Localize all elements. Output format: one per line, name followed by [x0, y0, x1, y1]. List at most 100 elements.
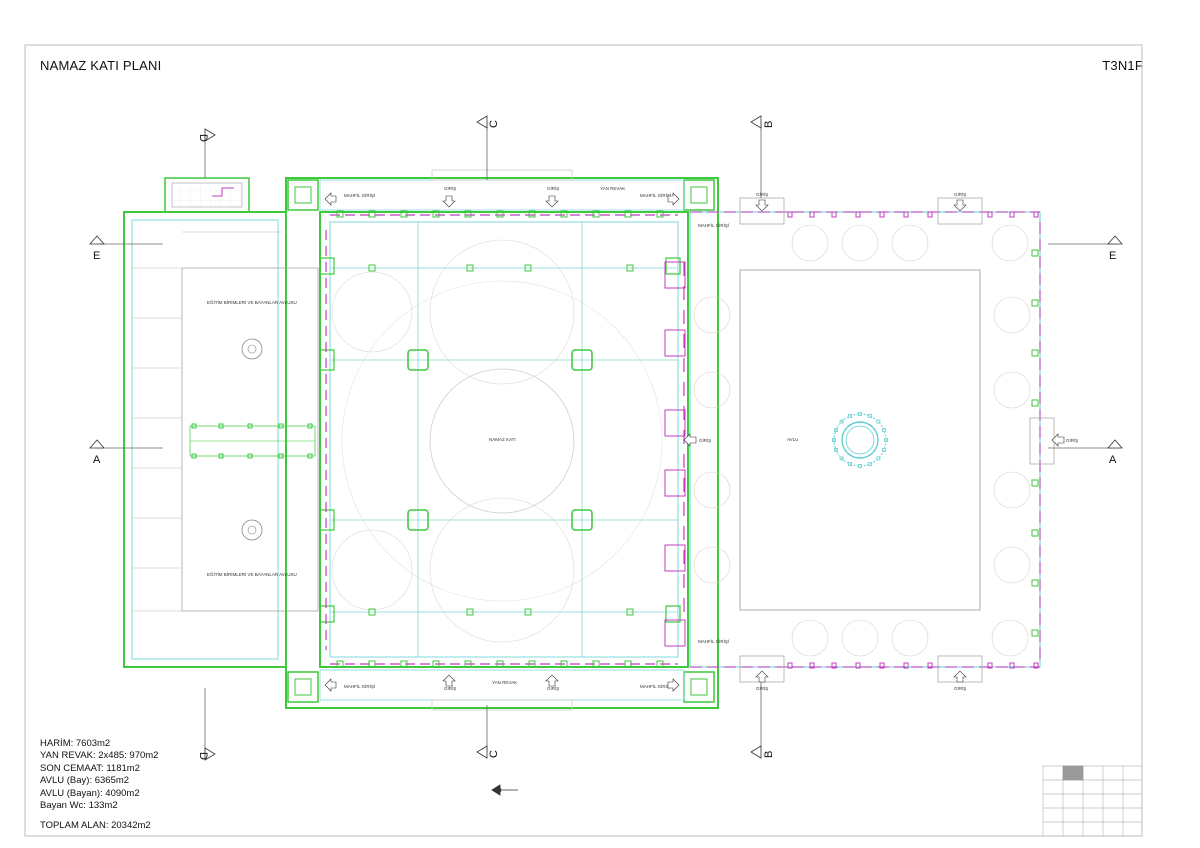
section-marker-e-right — [1107, 235, 1123, 245]
arrow-down-icon — [953, 199, 967, 212]
room-label-womens-courtyard: EĞİTİM BİRİMLERİ VE BAYANLAR AVLUSU — [207, 571, 297, 577]
arrow-up-icon — [953, 670, 967, 683]
section-marker-b-bottom — [750, 745, 762, 759]
section-marker-e-left — [89, 235, 105, 245]
section-label: A — [1109, 454, 1117, 466]
label-entrance: GİRİŞ — [954, 191, 966, 197]
sadirvan-post — [858, 412, 862, 416]
minaret-base — [683, 179, 715, 211]
arcade-pier — [1031, 579, 1039, 587]
area-item: SON CEMAAT: 1181m2 — [40, 762, 140, 774]
section-marker-b-top — [750, 115, 762, 129]
arrow-left-icon — [324, 192, 337, 206]
arcade-pier — [1031, 349, 1039, 357]
column — [496, 660, 504, 668]
minaret-base — [683, 671, 715, 703]
arrow-left-icon — [324, 678, 337, 692]
column — [466, 264, 474, 272]
room-label-side-portico: YAN REVAK — [600, 186, 625, 191]
column — [626, 264, 634, 272]
column — [400, 660, 408, 668]
label-entrance: GİRİŞ — [954, 685, 966, 691]
area-item: AVLU (Bayan): 4090m2 — [40, 787, 140, 799]
label-entrance: GİRİŞ — [756, 191, 768, 197]
section-label: E — [1109, 250, 1116, 262]
arcade-pier — [831, 211, 837, 218]
arcade-pier — [855, 662, 861, 669]
label-gallery-entrance: MAHFİL GİRİŞİ — [640, 683, 671, 689]
title-block — [1042, 765, 1143, 837]
entrance-arrows — [324, 192, 1065, 692]
room-label-courtyard: AVLU — [787, 437, 798, 442]
arcade-pier — [831, 662, 837, 669]
sadirvan-post — [876, 456, 881, 461]
column — [524, 608, 532, 616]
pergola-post — [191, 423, 197, 429]
arcade-pier — [1033, 211, 1039, 218]
sadirvan-post — [882, 447, 887, 452]
north-arrow-icon — [491, 784, 518, 796]
prayer-hall — [285, 169, 719, 711]
arcade-pier — [809, 211, 815, 218]
sadirvan-post — [833, 428, 838, 433]
sadirvan-post — [867, 413, 872, 418]
minaret-base — [287, 671, 319, 703]
arrow-left-icon — [683, 433, 697, 447]
pergola-post — [247, 453, 253, 459]
arcade-pier — [855, 211, 861, 218]
column — [368, 608, 376, 616]
arcade-pier — [903, 662, 909, 669]
column — [626, 608, 634, 616]
window-bay — [664, 619, 686, 647]
arrow-right-icon — [667, 192, 680, 206]
column — [368, 210, 376, 218]
sheet-border — [24, 44, 1143, 837]
pergola-post — [278, 423, 284, 429]
arcade-pier — [1031, 249, 1039, 257]
column — [464, 210, 472, 218]
arcade-pier — [879, 662, 885, 669]
window-bay — [664, 329, 686, 357]
column — [528, 210, 536, 218]
fountain-icon — [241, 338, 263, 360]
column — [496, 210, 504, 218]
label-gallery-entrance: MAHFİL GİRİŞİ — [698, 222, 729, 228]
column — [466, 608, 474, 616]
arrow-left-icon — [1051, 433, 1065, 447]
minaret-base — [287, 179, 319, 211]
arcade-pier — [1009, 662, 1015, 669]
section-label: B — [763, 121, 775, 128]
section-label: B — [763, 751, 775, 758]
column — [656, 660, 664, 668]
label-entrance: GİRİŞ — [444, 185, 456, 191]
arcade-pier — [1031, 629, 1039, 637]
arcade-pier — [787, 211, 793, 218]
arcade-pier — [1031, 529, 1039, 537]
area-item: YAN REVAK: 2x485: 970m2 — [40, 750, 159, 762]
arcade-pier — [1009, 211, 1015, 218]
column — [624, 660, 632, 668]
pergola-post — [247, 423, 253, 429]
arrow-down-icon — [545, 195, 559, 208]
sadirvan-post — [867, 462, 872, 467]
column — [464, 660, 472, 668]
label-entrance: GİRİŞ — [1066, 437, 1078, 443]
section-markers — [89, 115, 1123, 761]
pergola-post — [307, 423, 313, 429]
section-marker-a-right — [1107, 439, 1123, 449]
plan-title: NAMAZ KATI PLANI — [40, 58, 162, 73]
column — [336, 660, 344, 668]
label-entrance: GİRİŞ — [547, 185, 559, 191]
label-gallery-entrance: MAHFİL GİRİŞİ — [640, 192, 671, 198]
window-bay — [664, 261, 686, 289]
wc-block — [164, 177, 250, 213]
pergola-post — [218, 453, 224, 459]
room-label-prayer-hall: NAMAZ KATI — [489, 437, 516, 442]
arcade-pier — [879, 211, 885, 218]
column — [592, 210, 600, 218]
section-marker-d-top — [204, 128, 216, 142]
label-entrance: GİRİŞ — [547, 685, 559, 691]
label-entrance: GİRİŞ — [699, 437, 711, 443]
section-label: D — [197, 752, 209, 760]
column — [528, 660, 536, 668]
